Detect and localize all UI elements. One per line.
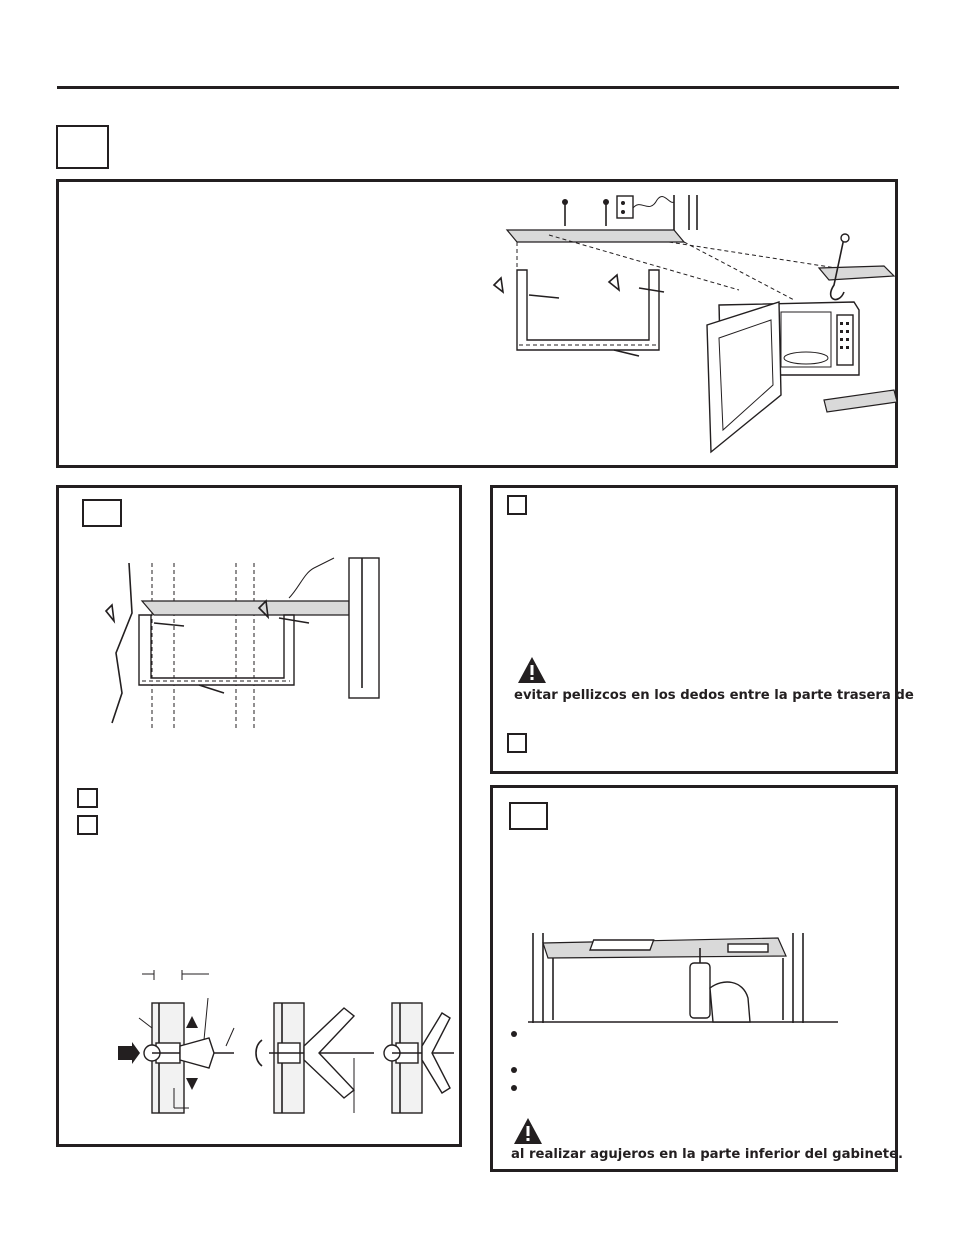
filter-shape [817,265,896,281]
overview-panel [56,179,898,468]
mounting-plate-shape [516,269,660,351]
toggle-wings-shape [179,1037,215,1069]
microwave-door-shape [706,301,782,454]
header-rule [57,86,899,89]
template-shape-2 [727,943,769,953]
cabinet-shape [140,600,350,616]
hand-shape [709,981,751,1023]
pinch-warning-text: evitar pellizcos en los dedos entre la p… [514,688,914,703]
overview-illustration [492,195,898,454]
step-a2-box [77,815,98,835]
side-cabinet-shape [348,557,380,699]
step-c-box [507,733,527,753]
right-bottom-panel: al realizar agujeros en la parte inferio… [490,785,903,1172]
vent-strip-shape [823,389,898,413]
warning-triangle-icon [518,657,546,683]
step-a1-box [77,788,98,808]
bullet-dot-3 [511,1085,517,1091]
wall-plate-shape [138,614,295,686]
left-panel [56,485,462,1147]
toggle-bolt-illustration [118,970,454,1114]
template-shape [589,939,655,951]
bullet-dot-2 [511,1067,517,1073]
keypad-shape [840,322,849,349]
drill-body-shape [689,962,711,1019]
cabinet-bottom-shape [505,229,686,243]
right-top-panel: evitar pellizcos en los dedos entre la p… [490,485,914,774]
drill-illustration [528,933,838,1023]
step-d-box [509,802,548,830]
bullet-dot-1 [511,1031,517,1037]
outlet-shape [616,195,634,219]
step-a-box [82,499,122,527]
step-b-box [507,495,527,515]
drill-warning-text: al realizar agujeros en la parte inferio… [511,1147,904,1162]
toggle-open-shape [303,1007,356,1099]
push-arrow-shape [118,1042,140,1064]
toggle-tight-shape [421,1012,451,1094]
wall-plate-illustration [104,557,380,728]
warning-triangle-icon [514,1118,542,1144]
step-number-box [56,125,109,169]
